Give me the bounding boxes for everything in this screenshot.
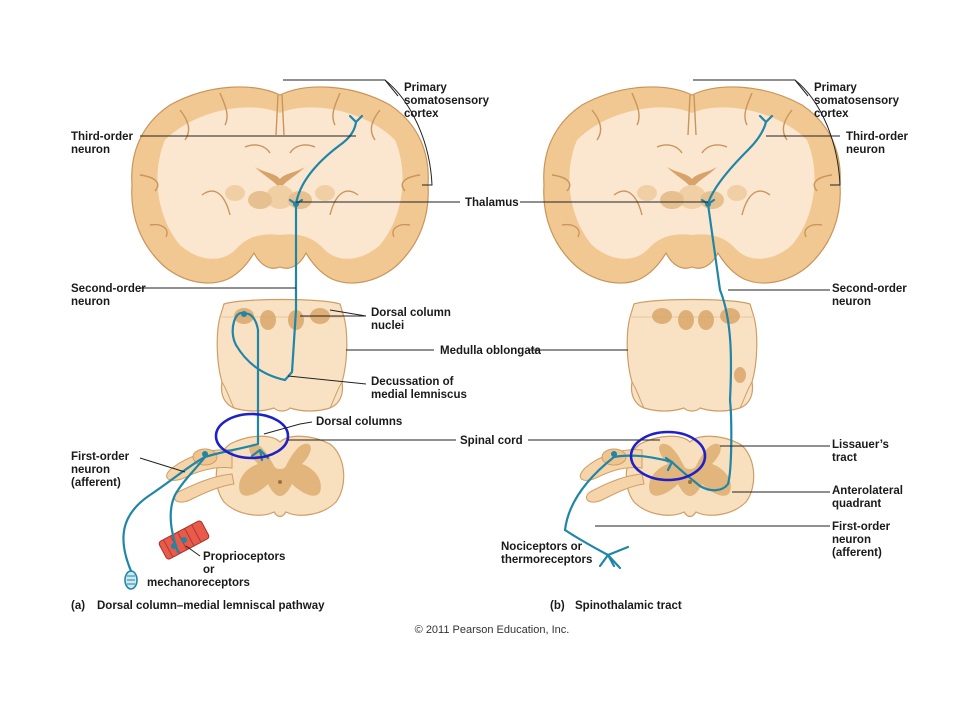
- label-dorsal-columns: Dorsal columns: [316, 416, 402, 428]
- spinothalamic-neurons: [563, 114, 774, 570]
- dcml-pathway-neurons: [122, 114, 364, 573]
- caption-a: Dorsal column–medial lemniscal pathway: [97, 600, 325, 612]
- brain-coronal-section-b: [543, 86, 841, 284]
- cortex-bracket-b: [693, 79, 841, 186]
- highlight-ring-a: [214, 412, 290, 460]
- highlight-ring-b: [629, 430, 707, 482]
- mechanoreceptor-a: [124, 570, 138, 590]
- cortex-bracket-a: [283, 79, 433, 186]
- thalamus-a: [248, 191, 312, 209]
- copyright: © 2011 Pearson Education, Inc.: [415, 624, 570, 636]
- medulla-nuclei-b: [652, 308, 746, 383]
- brain-coronal-section-a: [131, 86, 429, 284]
- label-thalamus: Thalamus: [465, 197, 519, 209]
- label-spinal-cord: Spinal cord: [460, 435, 523, 447]
- caption-letter-b: (b): [550, 600, 565, 612]
- caption-letter-a: (a): [71, 600, 85, 612]
- label-medulla: Medulla oblongata: [440, 345, 542, 357]
- caption-b: Spinothalamic tract: [575, 600, 682, 612]
